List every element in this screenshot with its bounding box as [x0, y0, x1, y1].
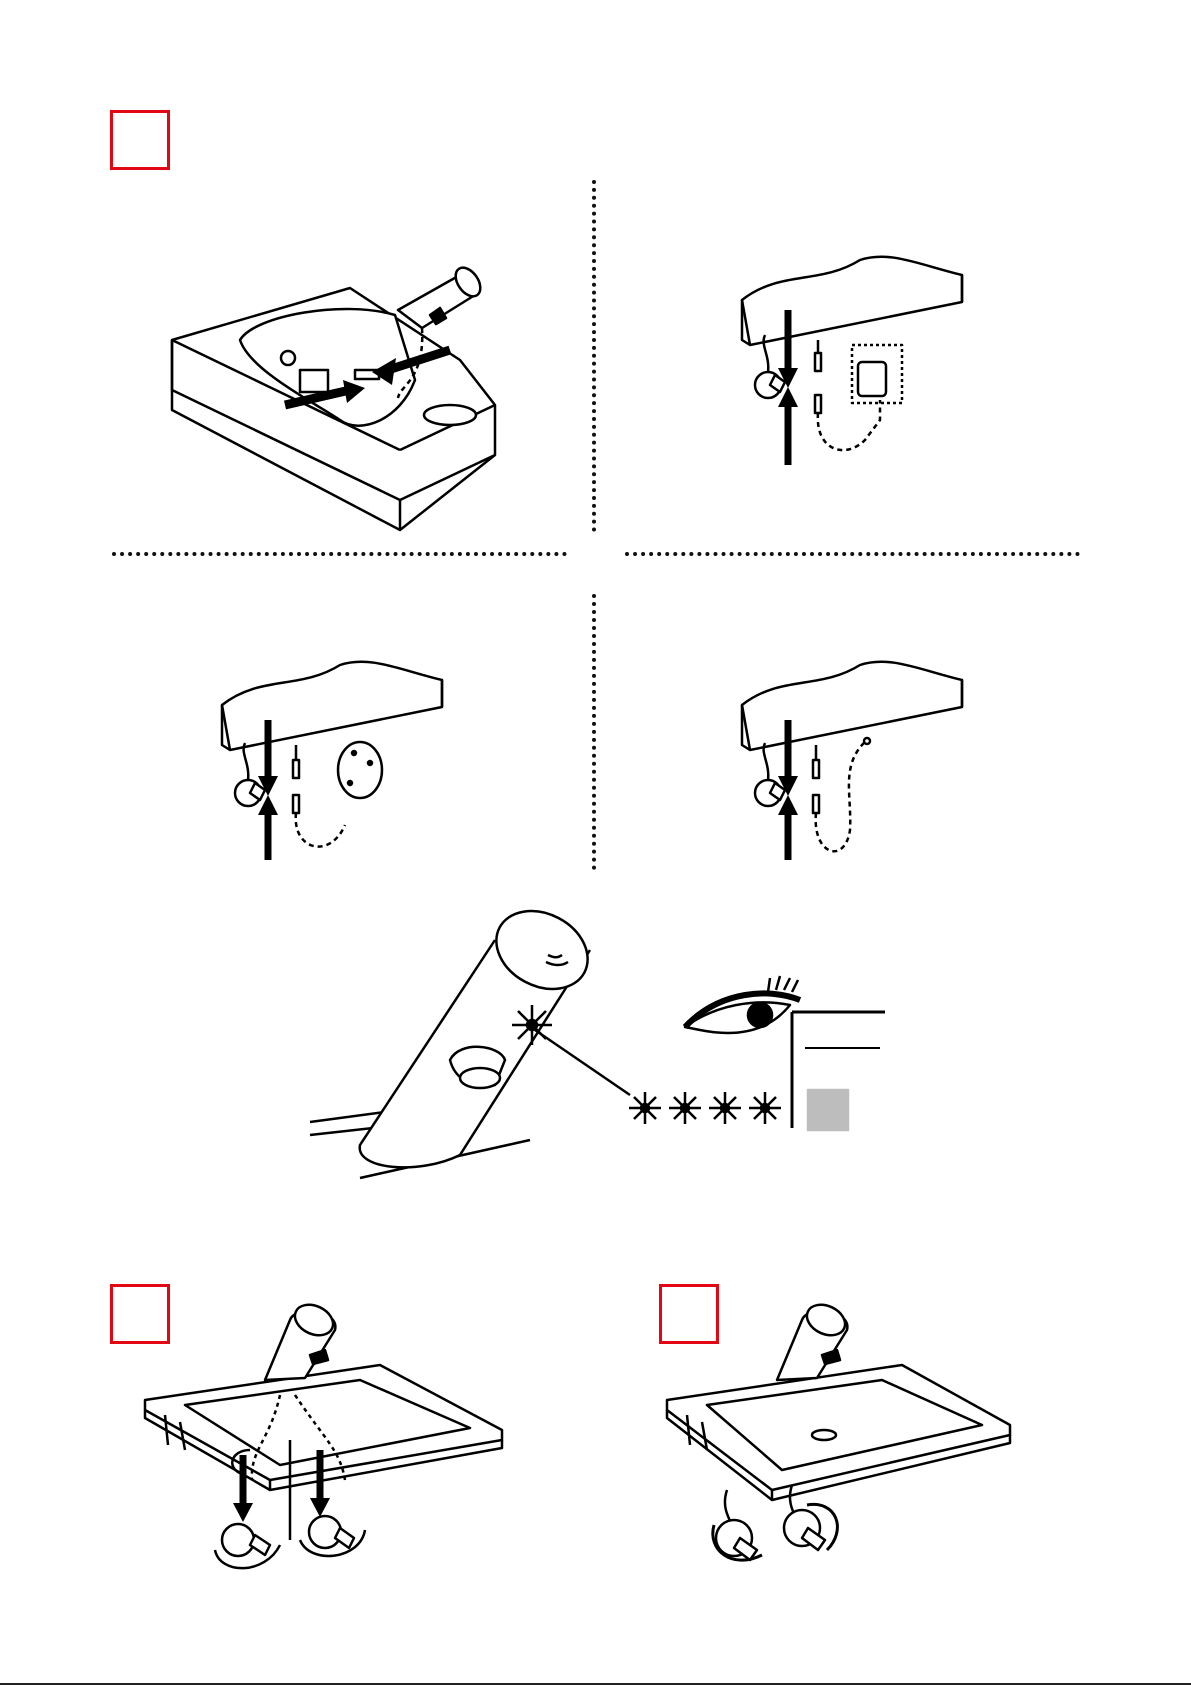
indicator-swatch — [808, 1090, 848, 1130]
battery-box-supply-illustration — [220, 655, 460, 865]
step-1-box — [110, 110, 170, 170]
connect-hoses-illustration — [140, 1300, 510, 1575]
divider-horizontal-left — [112, 552, 567, 556]
open-valves-illustration — [662, 1300, 1012, 1565]
divider-vertical-middle — [592, 594, 596, 870]
divider-horizontal-right — [625, 552, 1080, 556]
sensor-cable-supply-illustration — [740, 655, 980, 865]
mains-power-supply-illustration — [740, 250, 980, 480]
divider-vertical-top — [592, 180, 596, 532]
led-check-illustration — [300, 900, 900, 1190]
led-flash-sequence — [629, 1092, 781, 1124]
connect-battery-module-illustration — [160, 220, 510, 540]
eye-icon — [685, 976, 800, 1033]
